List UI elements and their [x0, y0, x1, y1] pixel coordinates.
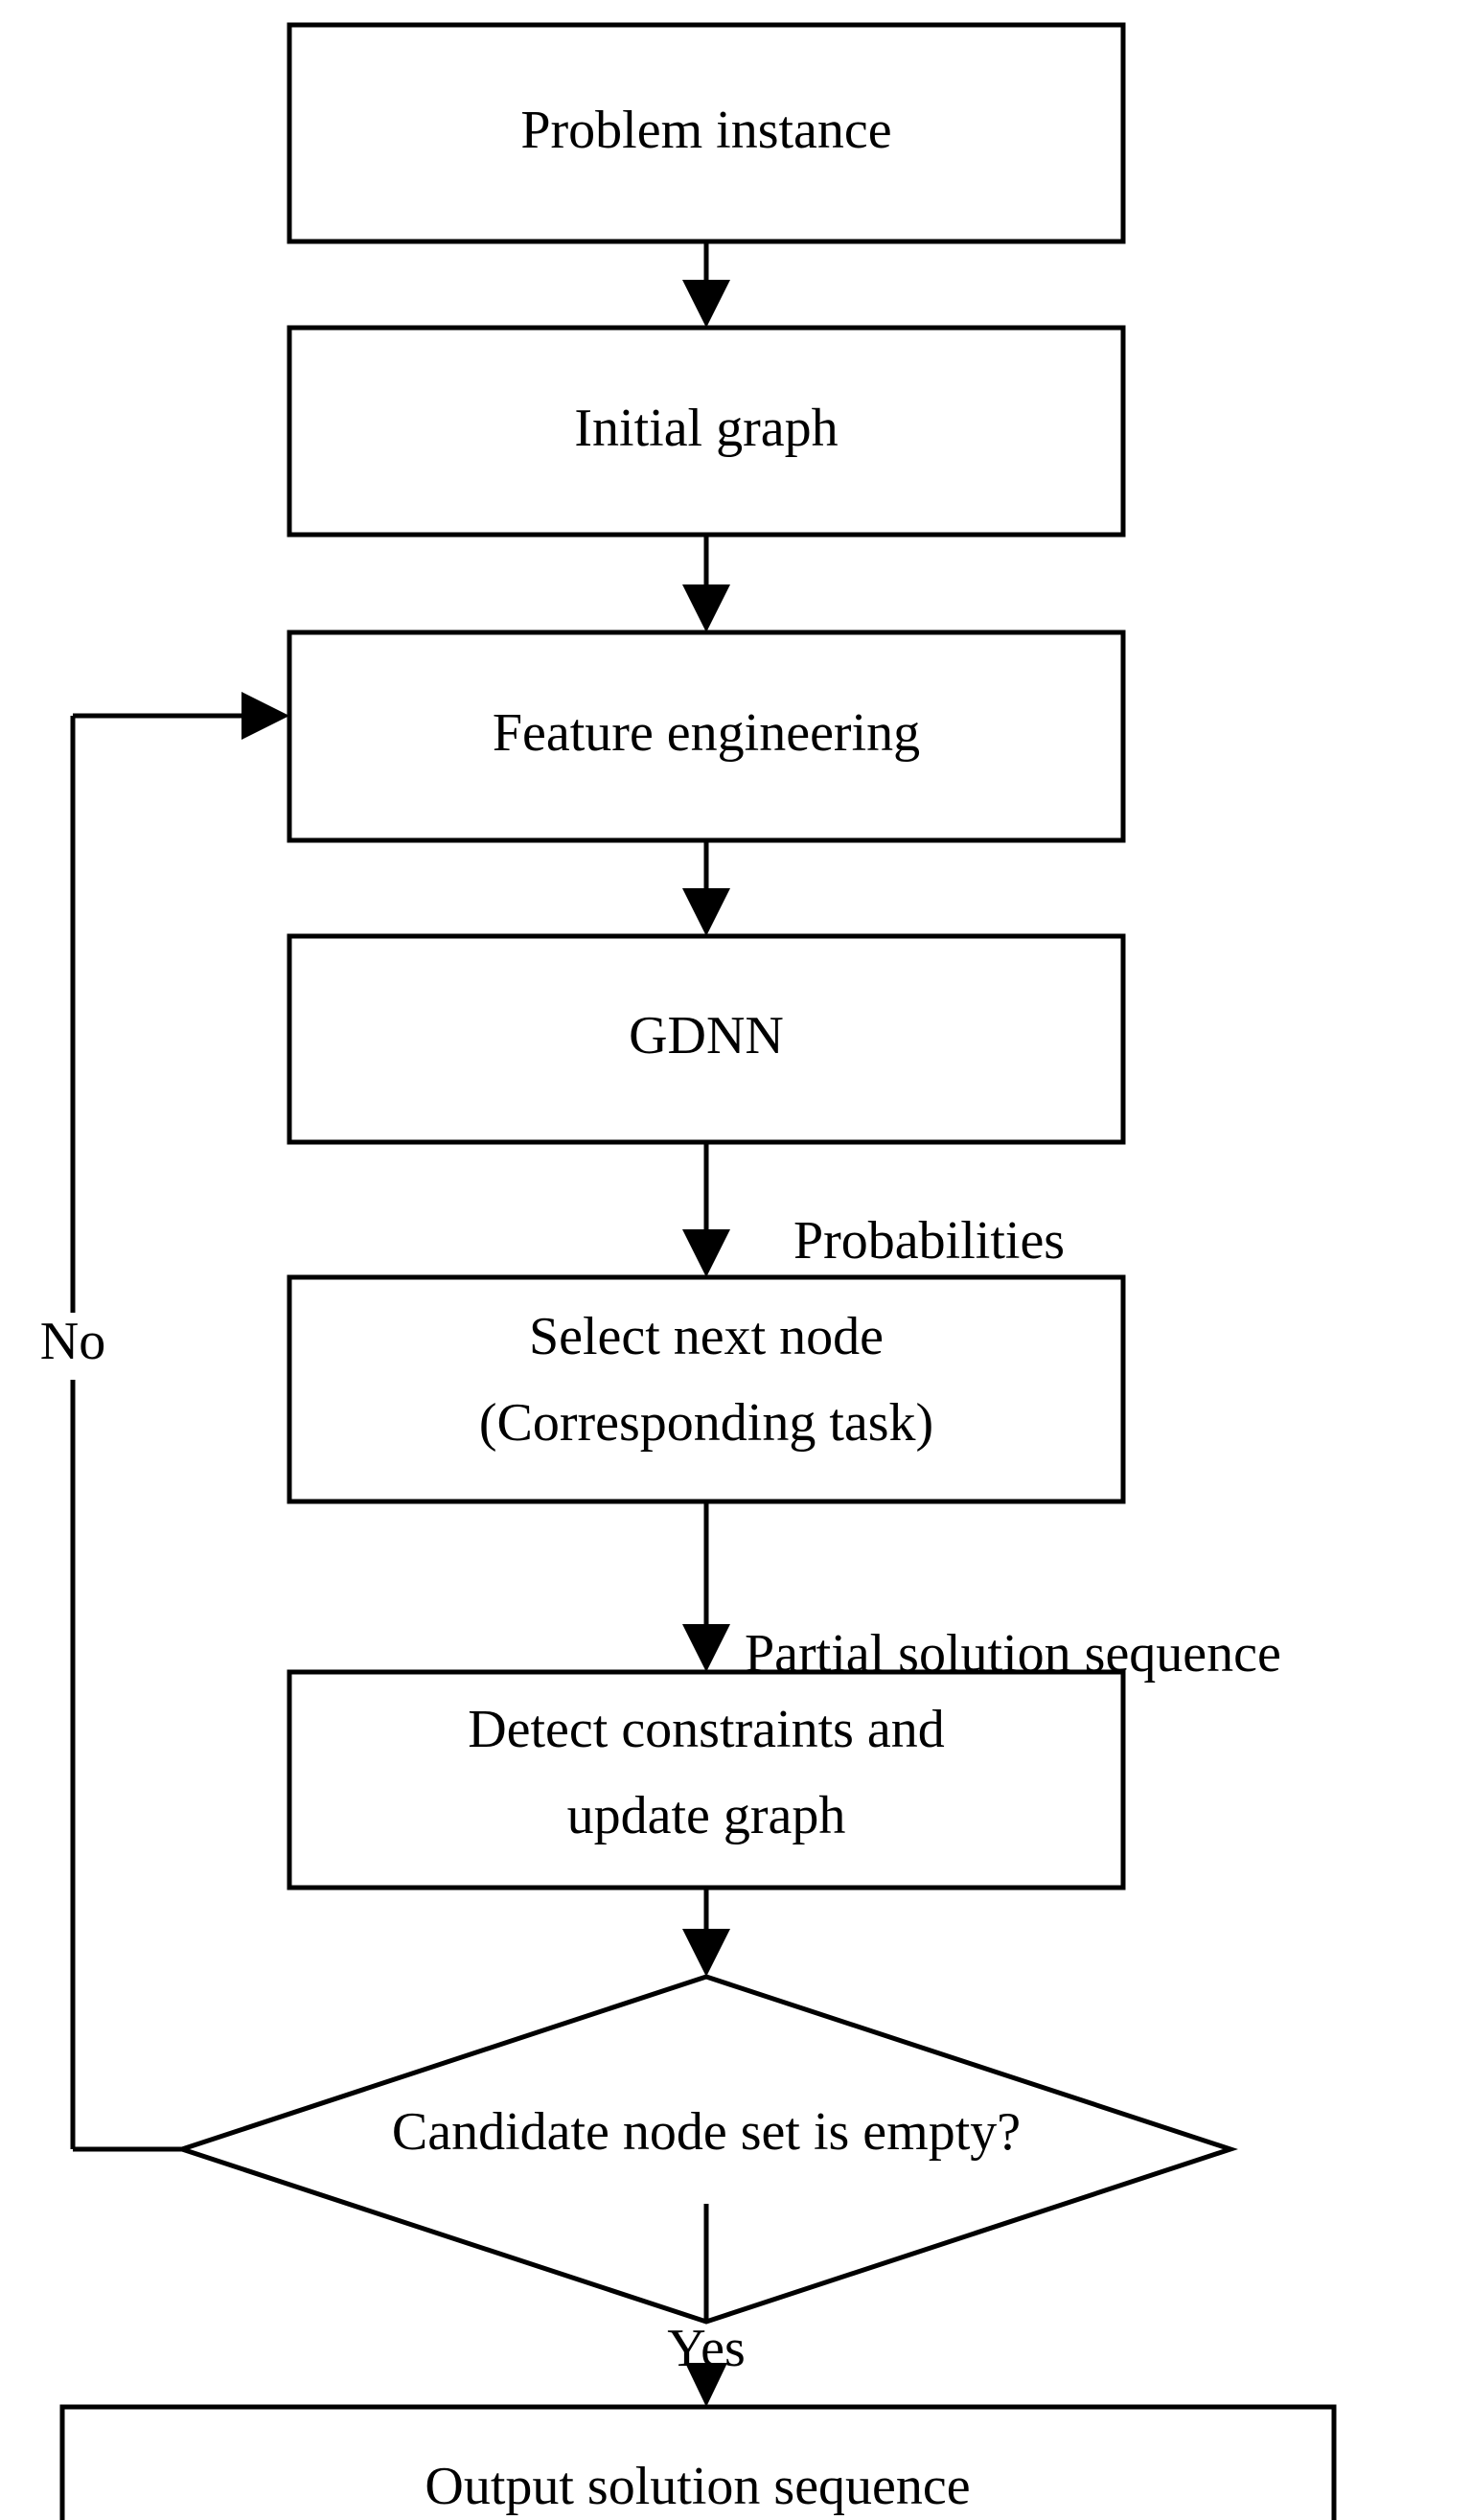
node-select-next-node[interactable]: Select next node (Corresponding task)	[287, 1274, 1126, 1504]
arrow-head-icon	[682, 1229, 730, 1277]
arrow-head-icon	[682, 584, 730, 632]
edge-select-next-node-to-detect-constraints: Partial solution sequence	[682, 1501, 1281, 1684]
node-select-next-node-shape	[287, 1274, 1126, 1504]
node-initial-graph[interactable]: Initial graph	[287, 325, 1126, 538]
node-detect-constraints-label-line1: Detect constraints and	[468, 1700, 945, 1759]
node-problem-instance-label: Problem instance	[520, 101, 891, 160]
node-initial-graph-shape	[287, 325, 1126, 538]
node-problem-instance-shape	[287, 22, 1126, 244]
arrow-head-icon	[241, 692, 289, 740]
edge-feature-engineering-to-gdnn	[682, 840, 730, 936]
edge-problem-instance-to-initial-graph	[682, 241, 730, 328]
node-feature-engineering-shape	[287, 630, 1126, 843]
node-initial-graph-label: Initial graph	[574, 399, 838, 458]
node-detect-constraints-label-line2: update graph	[567, 1786, 846, 1845]
node-gdnn[interactable]: GDNN	[287, 933, 1126, 1145]
edge-candidate-check-no-loop: No	[40, 692, 289, 2152]
node-select-next-node-label-line2: (Corresponding task)	[479, 1393, 933, 1453]
arrow-head-icon	[685, 2363, 727, 2407]
edge-label-no: No	[40, 1312, 105, 1371]
node-feature-engineering-label: Feature engineering	[493, 703, 920, 763]
edge-gdnn-to-select-next-node: Probabilities	[682, 1142, 1065, 1277]
node-select-next-node-label-line1: Select next node	[529, 1307, 884, 1366]
edge-candidate-check-yes: Yes	[667, 2204, 746, 2407]
node-output-solution-label: Output solution sequence	[425, 2457, 970, 2516]
node-feature-engineering[interactable]: Feature engineering	[287, 630, 1126, 843]
arrow-head-icon	[682, 1624, 730, 1672]
edge-initial-graph-to-feature-engineering	[682, 535, 730, 632]
node-candidate-check[interactable]: Candidate node set is empty?	[174, 1974, 1238, 2325]
node-candidate-check-label: Candidate node set is empty?	[392, 2102, 1021, 2162]
arrow-head-icon	[682, 1929, 730, 1977]
node-detect-constraints-shape	[287, 1669, 1126, 1890]
node-output-solution[interactable]: Output solution sequence	[59, 2404, 1337, 2520]
arrow-head-icon	[682, 888, 730, 936]
node-detect-constraints[interactable]: Detect constraints and update graph	[287, 1669, 1126, 1890]
edge-detect-constraints-to-candidate-check	[682, 1888, 730, 1977]
node-gdnn-label: GDNN	[629, 1006, 784, 1065]
node-output-solution-shape	[59, 2404, 1337, 2520]
node-problem-instance[interactable]: Problem instance	[287, 22, 1126, 244]
arrow-head-icon	[682, 280, 730, 328]
edge-label-probabilities: Probabilities	[793, 1211, 1065, 1271]
